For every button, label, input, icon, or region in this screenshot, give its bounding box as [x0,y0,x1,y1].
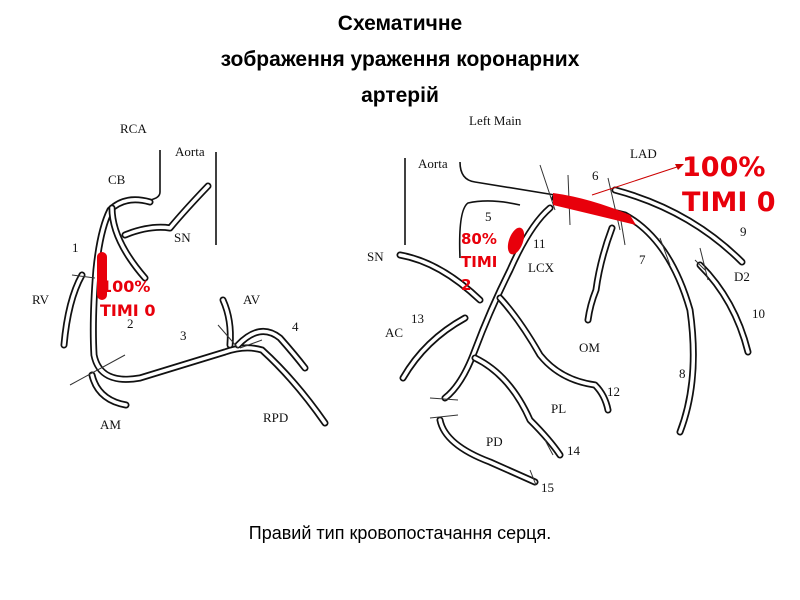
label-seg-1: 1 [72,240,79,255]
arrow-head-icon [675,164,684,170]
label-seg-15: 15 [541,480,554,495]
pd-branch [436,416,539,486]
lad-lesion-timi: TIMI 0 [682,187,776,218]
left-main [459,161,556,196]
rca-stem [119,150,161,203]
rca-diagram: RCA Aorta CB SN 1 RV 2 3 AV 4 AM RPD 100… [32,121,329,432]
lca-diagram: Left Main Aorta LAD 6 5 11 LCX 9 7 D2 10… [367,113,776,495]
segment-ticks-right [429,164,709,486]
label-d2: D2 [734,269,750,284]
label-lcx: LCX [528,260,555,275]
lad-lesion-marker [553,193,636,225]
label-rv: RV [32,292,50,307]
label-seg-5: 5 [485,209,492,224]
label-pd: PD [486,434,503,449]
lad-lesion-percent: 100% [682,152,765,183]
label-seg-4: 4 [292,319,299,334]
label-pl: PL [551,401,566,416]
label-seg-10: 10 [752,306,765,321]
lesion-arrow [591,165,681,196]
label-rpd: RPD [263,410,288,425]
label-seg-14: 14 [567,443,581,458]
title-line-1: Схематичне [337,12,463,35]
title-line-3: артерій [361,84,439,107]
lcx-lesion-marker [507,227,525,255]
sn-branch-right [396,251,484,304]
label-lad: LAD [630,146,657,161]
title-line-2: зображення ураження коронарних [220,48,580,71]
label-am: AM [100,417,121,432]
label-om: OM [579,340,600,355]
lcx-vessel [441,204,554,402]
branch-7 [584,224,616,324]
label-seg-12: 12 [607,384,620,399]
label-sn-right: SN [367,249,384,264]
diagonal-9 [611,186,746,266]
label-seg-8: 8 [679,366,686,381]
av-branch [219,296,234,349]
label-seg-3: 3 [180,328,187,343]
lcx-lesion-timi: TIMI [461,253,497,271]
am-branch [88,371,130,409]
branch-5-loop [458,200,521,259]
label-seg-13: 13 [411,311,424,326]
rca-lesion-marker [97,252,107,300]
lad-vessel [551,194,697,436]
label-aorta-right: Aorta [418,156,448,171]
d2-branch [696,261,752,356]
label-rca: RCA [120,121,147,136]
label-seg-7: 7 [639,252,646,267]
label-seg-6: 6 [592,168,599,183]
label-left-main: Left Main [469,113,522,128]
label-seg-9: 9 [740,224,747,239]
rca-lesion-timi: TIMI 0 [100,301,155,320]
cb-branch [108,204,149,282]
rca-lesion-percent: 100% [101,277,150,296]
label-av: AV [243,292,261,307]
label-seg-2: 2 [127,316,134,331]
rv-branch [60,271,86,349]
label-aorta: Aorta [175,144,205,159]
segment-ticks [69,274,263,386]
label-seg-11: 11 [533,236,546,251]
label-sn: SN [174,230,191,245]
sn-branch [121,182,212,239]
caption: Правий тип кровопостачання серця. [248,523,552,543]
ac-branch [399,314,469,382]
lcx-lesion-percent: 80% [461,230,497,248]
om-branch [496,294,612,414]
branch-4 [234,327,309,372]
label-cb: CB [108,172,126,187]
label-ac: AC [385,325,403,340]
pl-branch [471,354,564,459]
lcx-lesion-grade: 2 [461,276,471,294]
